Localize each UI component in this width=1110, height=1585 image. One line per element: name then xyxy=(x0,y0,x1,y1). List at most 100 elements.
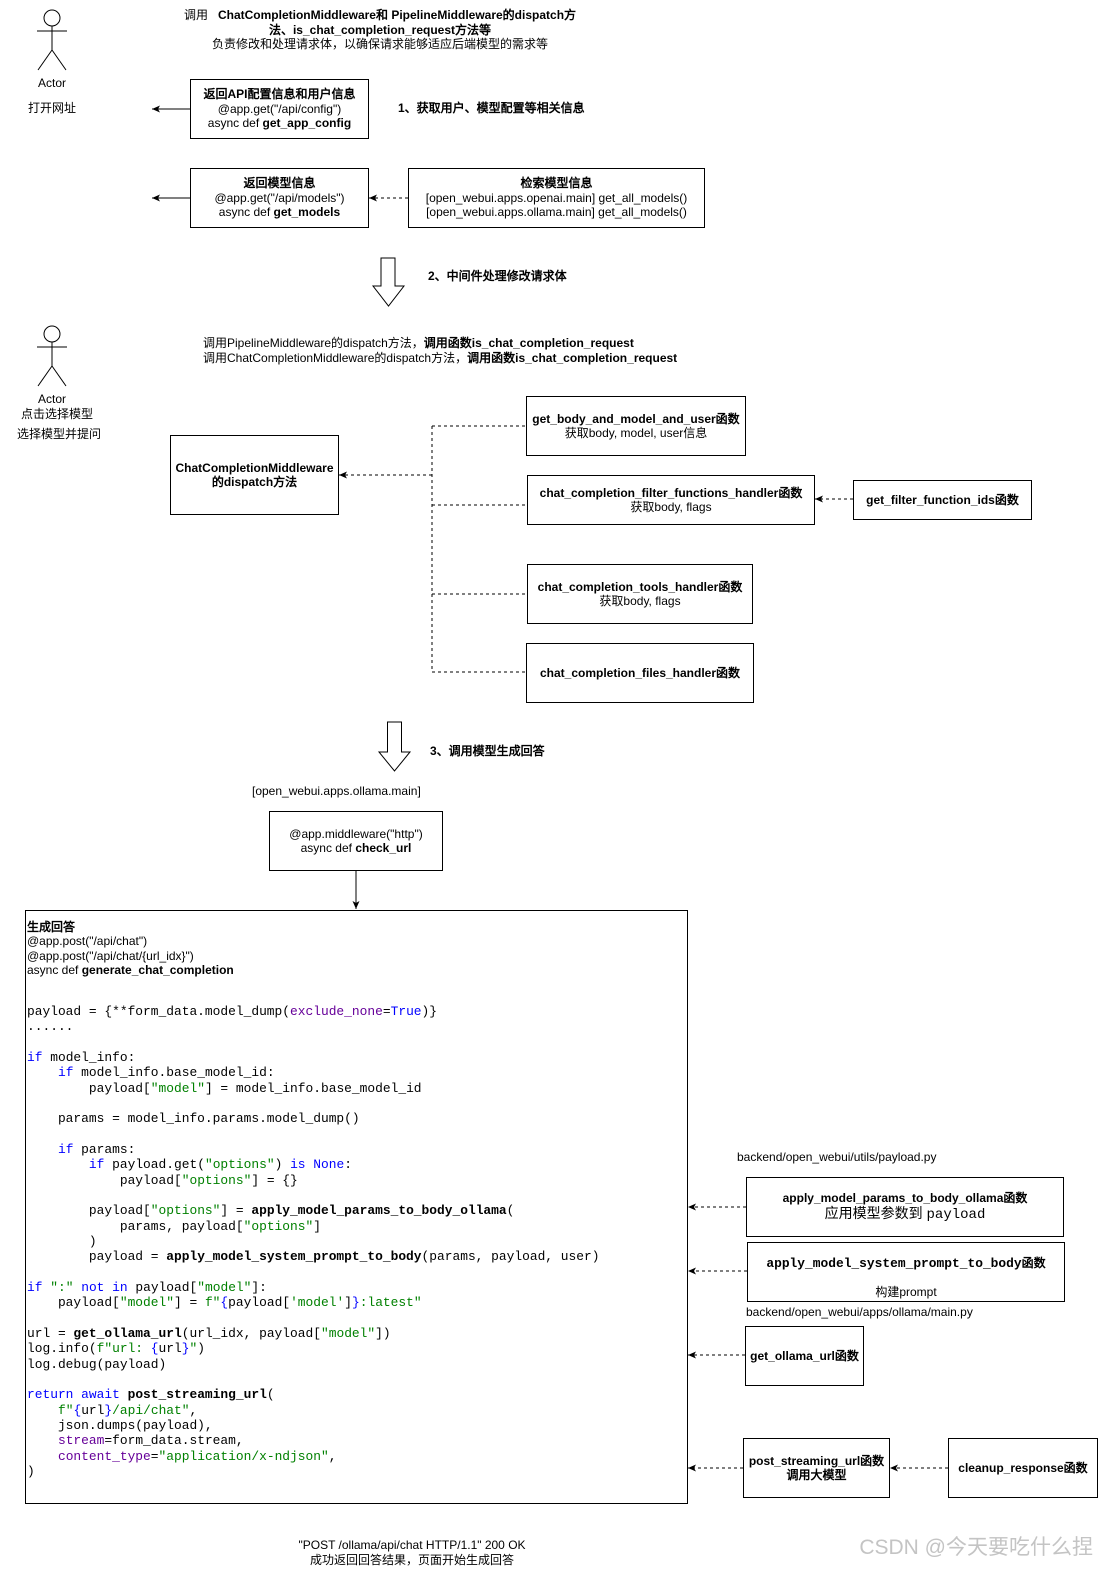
function-suffix: 函数 xyxy=(1021,1256,1046,1270)
function-name: get_app_config xyxy=(262,116,352,131)
step2-label: 2、中间件处理修改请求体 xyxy=(428,269,567,283)
def-keyword: async def xyxy=(218,205,274,220)
step3-label: 3、调用模型生成回答 xyxy=(430,744,545,758)
result-note: "POST /ollama/api/chat HTTP/1.1" 200 OK … xyxy=(262,1538,562,1568)
code-line: params, payload["options"] xyxy=(27,1219,599,1234)
function-name: apply_model_params_to_body_ollama函数 xyxy=(782,1190,1028,1205)
function-name: generate_chat_completion xyxy=(81,962,234,977)
actor-right-leg xyxy=(51,365,67,387)
function-desc: 调用大模型 xyxy=(786,1468,847,1482)
code-token-str: ":" xyxy=(50,1279,74,1295)
code-token-plain: ] = model_info.base_model_id xyxy=(204,1080,422,1096)
code-line: log.debug(payload) xyxy=(27,1357,599,1372)
handler-desc: 获取body, flags xyxy=(599,594,681,608)
code-token-plain: = xyxy=(150,1448,159,1464)
function-name: post_streaming_url函数 xyxy=(748,1453,885,1468)
code-token-plain: payload[ xyxy=(27,1172,182,1188)
apply-params-box: apply_model_params_to_body_ollama函数 应用模型… xyxy=(746,1177,1064,1237)
code-line: payload = apply_model_system_prompt_to_b… xyxy=(27,1249,600,1265)
code-token-plain: json.dumps(payload), xyxy=(27,1417,213,1433)
code-token-plain: log.info( xyxy=(27,1341,97,1357)
actor-open-label: Actor xyxy=(37,76,66,90)
middleware-note-line1: 调用PipelineMiddleware的dispatch方法，调用函数is_c… xyxy=(203,336,677,351)
code-line: if model_info.base_model_id: xyxy=(27,1065,599,1080)
code-token-kw: } xyxy=(104,1402,113,1418)
dispatch-line1: ChatCompletionMiddleware xyxy=(175,460,334,475)
code-token-str: " xyxy=(189,1341,198,1357)
code-token-kwarg: exclude_none xyxy=(290,1004,383,1019)
code-token-plain xyxy=(27,1403,58,1418)
header-note-line2: 法、is_chat_completion_request方法等 xyxy=(268,22,492,37)
is-chat-completion-call: 调用函数is_chat_completion_request xyxy=(467,351,678,365)
function-signature: async def generate_chat_completion xyxy=(27,963,234,977)
function-signature: async def check_url xyxy=(301,841,412,856)
handler-name: chat_completion_tools_handler函数 xyxy=(537,579,743,594)
code-line xyxy=(27,1035,599,1050)
code-token-str: f" xyxy=(204,1295,221,1311)
code-line: stream=form_data.stream, xyxy=(27,1433,599,1448)
ollama-get-all-models: [open_webui.apps.ollama.main] get_all_mo… xyxy=(426,205,687,220)
code-token-plain: ) xyxy=(274,1157,291,1173)
result-description: 成功返回回答结果，页面开始生成回答 xyxy=(309,1553,514,1567)
code-line: if payload.get("options") is None: xyxy=(27,1157,599,1172)
code-token-kwarg: content_type xyxy=(57,1448,151,1464)
code-token-plain: params, payload[ xyxy=(27,1218,244,1234)
code-block: payload = {**form_data.model_dump(exclud… xyxy=(27,1004,599,1479)
function-desc: 应用模型参数到 payload xyxy=(825,1205,986,1223)
check-url-box: @app.middleware("http") async def check_… xyxy=(269,811,443,871)
def-keyword: async def xyxy=(300,841,356,855)
code-token-plain: = xyxy=(382,1004,391,1019)
code-token-fn: apply_model_system_prompt_to_body xyxy=(166,1249,422,1265)
code-token-plain: ] = xyxy=(220,1203,252,1219)
code-token-plain xyxy=(120,1387,128,1402)
actor-chat-figure xyxy=(37,325,67,387)
code-token-plain: payload[ xyxy=(27,1080,151,1096)
code-token-kw: if xyxy=(27,1049,43,1065)
function-name: get_models xyxy=(273,205,341,220)
code-token-plain: model_info: xyxy=(42,1049,136,1065)
files-handler-box: chat_completion_files_handler函数 xyxy=(526,643,754,703)
generate-chat-completion-box: 生成回答 @app.post("/api/chat") @app.post("/… xyxy=(25,910,688,1504)
code-token-plain: (params, payload, user) xyxy=(421,1249,600,1265)
code-line xyxy=(27,1096,599,1111)
actor-open-figure xyxy=(37,9,67,71)
code-token-kw: is None xyxy=(290,1157,345,1173)
code-token-kwarg: stream xyxy=(57,1433,105,1449)
code-token-plain xyxy=(27,1449,58,1464)
route-decorator: @app.get("/api/config") xyxy=(217,101,342,116)
code-token-plain: ( xyxy=(506,1203,515,1219)
code-token-plain: payload = {**form_data.model_dump( xyxy=(27,1004,291,1019)
code-line: content_type="application/x-ndjson", xyxy=(27,1449,599,1464)
handler-name: chat_completion_files_handler函数 xyxy=(539,665,741,680)
code-token-str: f" xyxy=(57,1402,74,1418)
code-line: ...... xyxy=(27,1019,599,1034)
middleware-decorator: @app.middleware("http") xyxy=(289,826,423,841)
actor-head xyxy=(43,325,61,343)
code-token-kw: } xyxy=(181,1341,190,1357)
code-line: f"{url}/api/chat", xyxy=(27,1403,599,1418)
code-line: payload["options"] = apply_model_params_… xyxy=(27,1203,599,1218)
code-line: return await post_streaming_url( xyxy=(27,1387,599,1402)
code-token-kw: True xyxy=(390,1004,422,1019)
code-token-plain: payload[ xyxy=(27,1295,120,1311)
code-line: if params: xyxy=(27,1142,599,1157)
code-token-plain: ] = {} xyxy=(251,1172,298,1188)
function-name: cleanup_response函数 xyxy=(958,1460,1088,1475)
code-line: params = model_info.params.model_dump() xyxy=(27,1111,599,1126)
middleware-note-line2: 调用ChatCompletionMiddleware的dispatch方法，调用… xyxy=(203,351,677,366)
function-signature: async def get_app_config xyxy=(208,116,351,131)
chat-completion-dispatch-text: 调用ChatCompletionMiddleware的dispatch方法， xyxy=(203,351,468,365)
code-token-plain: ]) xyxy=(375,1325,391,1341)
code-line: json.dumps(payload), xyxy=(27,1418,599,1433)
code-token-plain: ] xyxy=(344,1295,352,1311)
code-token-kw: if xyxy=(57,1141,74,1157)
actor-chat-label: Actor xyxy=(37,392,66,406)
code-token-plain: model_info.base_model_id: xyxy=(73,1065,275,1081)
code-line xyxy=(27,1265,599,1280)
code-line: if model_info: xyxy=(27,1050,599,1065)
route-decorator: @app.get("/api/models") xyxy=(214,190,345,205)
code-token-plain: url xyxy=(158,1341,182,1357)
code-token-str: "options" xyxy=(204,1157,275,1173)
